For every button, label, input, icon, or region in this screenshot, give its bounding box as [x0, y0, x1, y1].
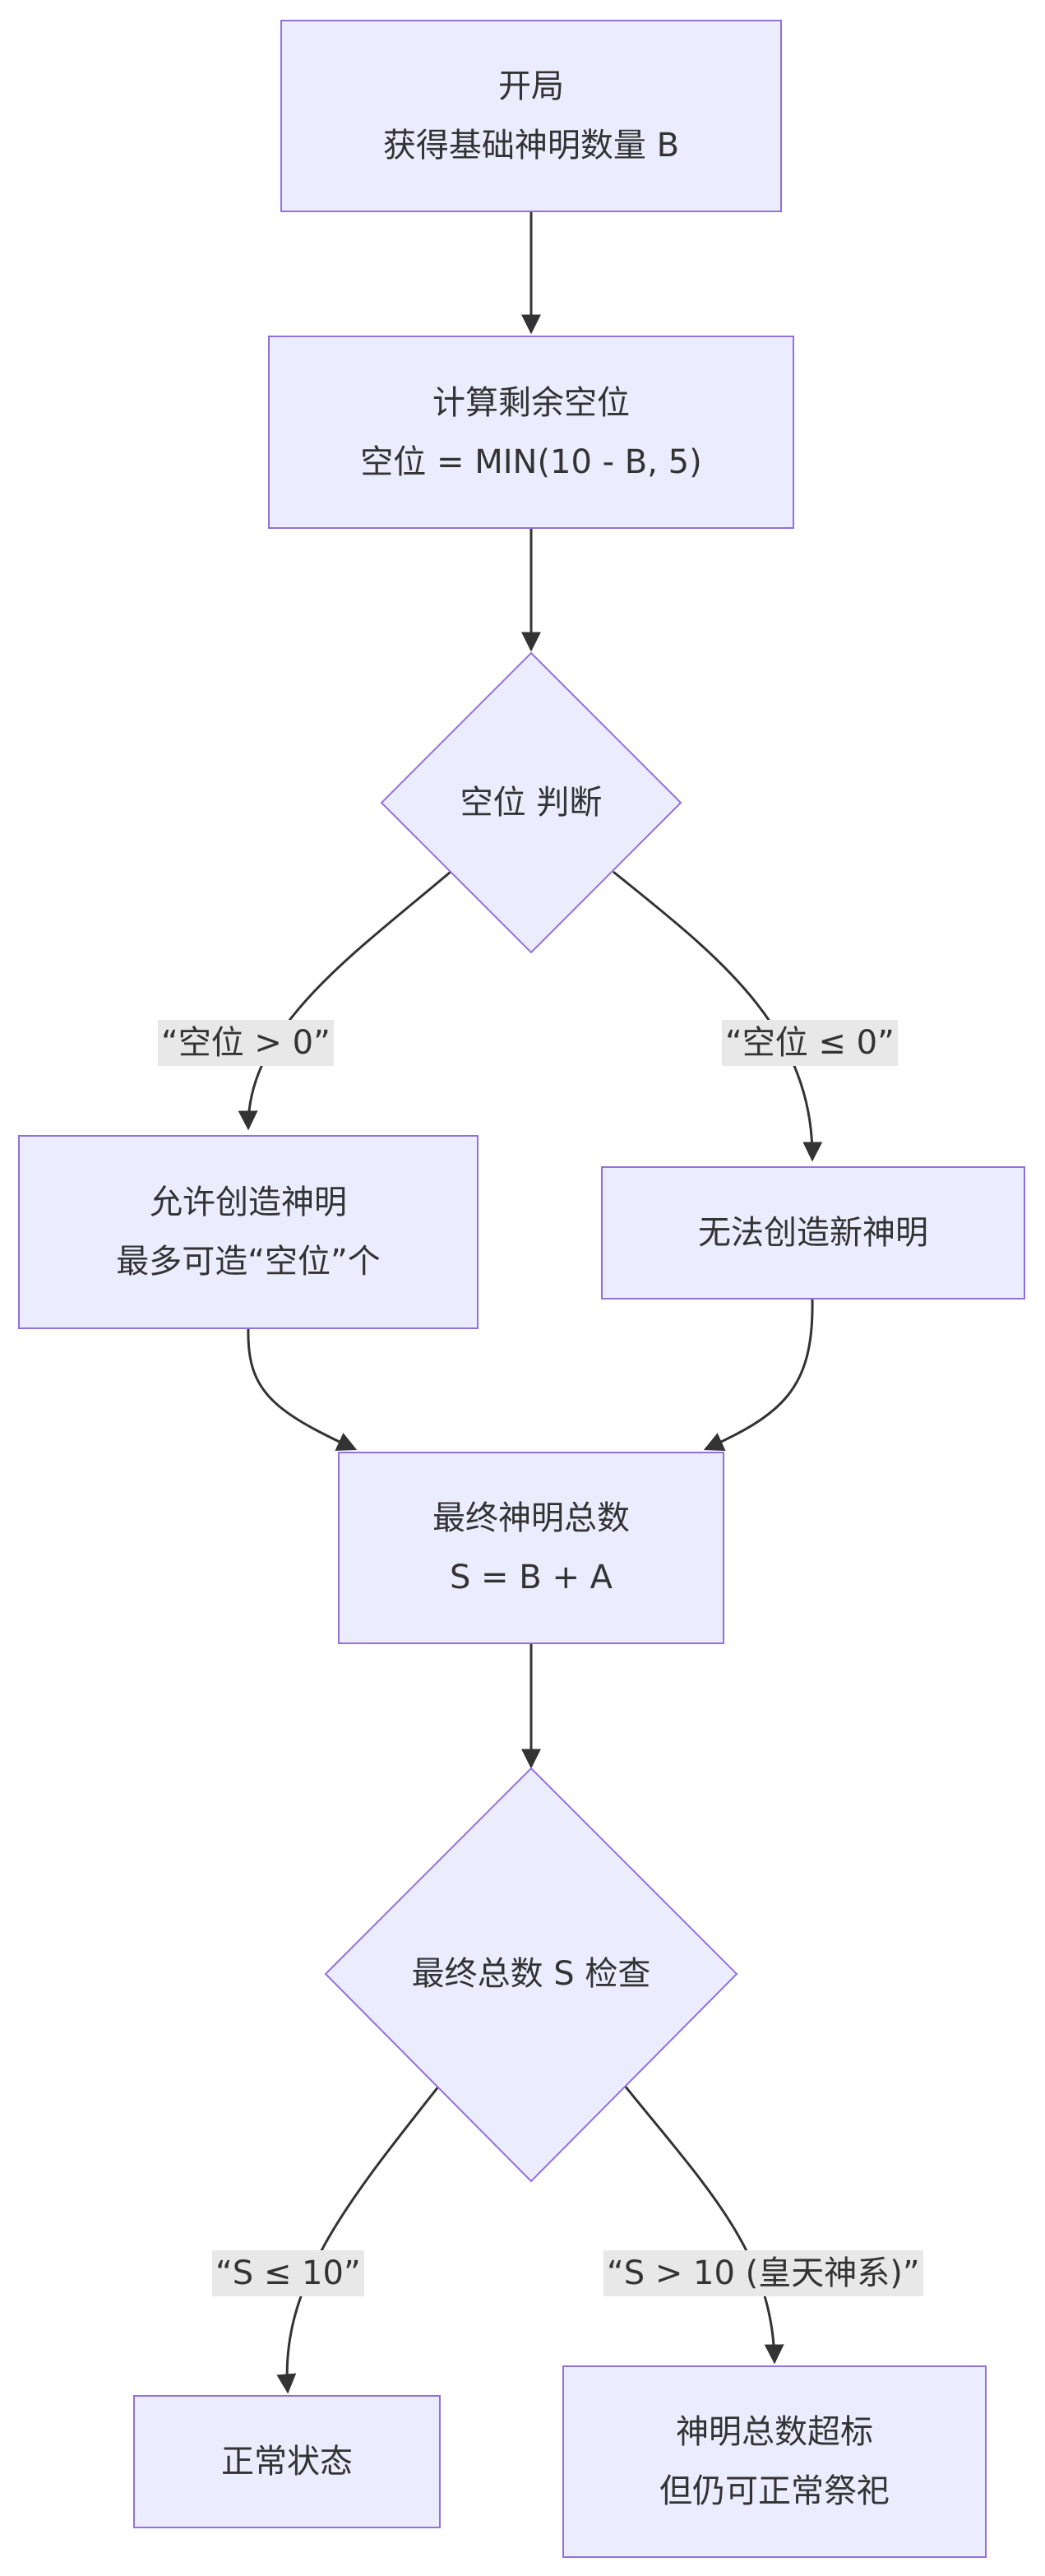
over-line2: 但仍可正常祭祀: [659, 2472, 890, 2510]
start-node: 开局 获得基础神明数量 B: [280, 20, 782, 212]
judge2-text: 最终总数 S 检查: [411, 1955, 651, 1993]
edge-label-le0: “空位 ≤ 0”: [722, 1020, 898, 1066]
edge-deny-total: [703, 1299, 814, 1451]
normal-text: 正常状态: [221, 2443, 353, 2481]
normal-node: 正常状态: [133, 2395, 441, 2528]
allow-line2: 最多可造“空位”个: [116, 1243, 381, 1281]
judge2-diamond: [324, 1767, 738, 2183]
edge-label-gt0: “空位 > 0”: [158, 1020, 334, 1066]
start-line2: 获得基础神明数量 B: [382, 127, 680, 164]
allow-line1: 允许创造神明: [149, 1184, 347, 1221]
edge-judge1-allow: [238, 870, 451, 1131]
over-node: 神明总数超标 但仍可正常祭祀: [562, 2365, 987, 2558]
total-node: 最终神明总数 S = B + A: [338, 1452, 724, 1644]
edge-label-gt10: “S > 10 (皇天神系)”: [603, 2250, 923, 2296]
allow-node: 允许创造神明 最多可造“空位”个: [18, 1135, 479, 1329]
deny-text: 无法创造新神明: [698, 1214, 928, 1252]
total-line1: 最终神明总数: [432, 1499, 630, 1537]
over-line1: 神明总数超标: [676, 2413, 873, 2451]
edge-label-le10: “S ≤ 10”: [212, 2250, 364, 2296]
start-line1: 开局: [498, 67, 564, 105]
edge-judge1-deny: [613, 870, 823, 1162]
calc-line2: 空位 = MIN(10 - B, 5): [360, 442, 702, 481]
total-line2: S = B + A: [449, 1559, 613, 1596]
calc-line1: 计算剩余空位: [432, 383, 630, 422]
judge1-diamond: [380, 651, 682, 954]
calc-node: 计算剩余空位 空位 = MIN(10 - B, 5): [268, 336, 794, 529]
edge-judge2-over: [623, 2085, 784, 2365]
diamonds: [324, 651, 738, 2183]
deny-node: 无法创造新神明: [601, 1166, 1025, 1300]
edge-allow-total: [247, 1327, 358, 1451]
judge1-text: 空位 判断: [460, 784, 603, 822]
edge-judge2-normal: [276, 2085, 441, 2394]
